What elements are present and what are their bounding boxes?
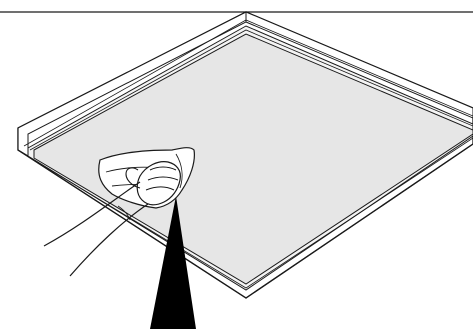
panel-face — [34, 34, 473, 284]
